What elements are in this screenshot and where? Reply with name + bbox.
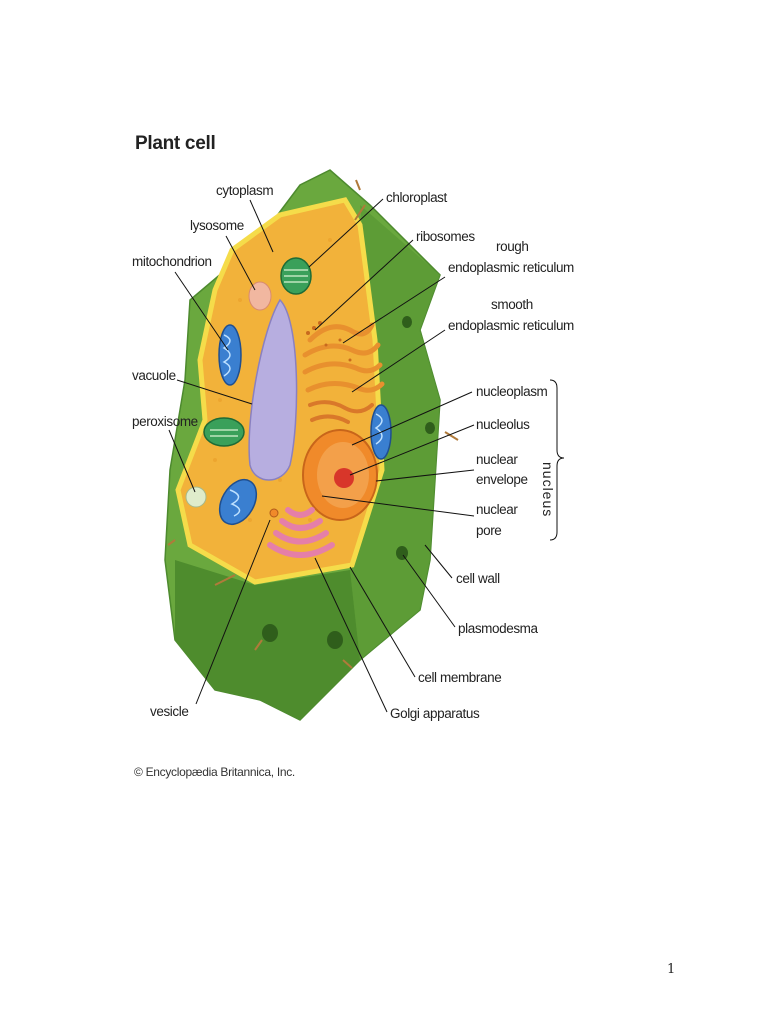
label-chloroplast: chloroplast (386, 190, 447, 205)
label-smooth-er-2: endoplasmic reticulum (448, 318, 574, 333)
label-ribosomes: ribosomes (416, 229, 475, 244)
plasmodesma (262, 316, 435, 649)
nucleus-brace (549, 379, 565, 541)
label-cell-membrane: cell membrane (418, 670, 502, 685)
label-nuclear-pore-2: pore (476, 523, 502, 538)
label-smooth-er-1: smooth (491, 297, 533, 312)
label-cytoplasm: cytoplasm (216, 183, 274, 198)
vacuole (248, 298, 298, 481)
mitochondrion (218, 324, 242, 386)
label-golgi-apparatus: Golgi apparatus (390, 706, 480, 721)
label-rough-er-1: rough (496, 239, 529, 254)
image-credit: © Encyclopædia Britannica, Inc. (134, 765, 295, 779)
plasmodesma-strands (167, 179, 459, 669)
label-vacuole: vacuole (132, 368, 176, 383)
label-nucleoplasm: nucleoplasm (476, 384, 548, 399)
label-cell-wall: cell wall (456, 571, 500, 586)
label-nucleus-group: nucleus (540, 462, 556, 518)
label-vesicle: vesicle (150, 704, 189, 719)
label-nucleolus: nucleolus (476, 417, 530, 432)
page-number: 1 (667, 962, 676, 977)
cell-wall-side (350, 205, 440, 660)
label-nuclear-envelope-2: envelope (476, 472, 528, 487)
label-nuclear-pore-1: nuclear (476, 502, 518, 517)
chloroplast-2 (203, 417, 245, 447)
nucleolus (334, 468, 354, 488)
vesicle (269, 508, 279, 518)
label-peroxisome: peroxisome (132, 414, 198, 429)
label-lysosome: lysosome (190, 218, 244, 233)
label-plasmodesma: plasmodesma (458, 621, 538, 636)
label-rough-er-2: endoplasmic reticulum (448, 260, 574, 275)
figure-title: Plant cell (135, 133, 216, 154)
peroxisome (185, 486, 207, 508)
nucleus (302, 429, 378, 521)
label-mitochondrion: mitochondrion (132, 254, 212, 269)
golgi-apparatus (267, 507, 335, 558)
leader-lines (168, 198, 475, 713)
lysosome (248, 281, 272, 311)
chloroplast (280, 257, 312, 295)
mitochondrion-2 (218, 478, 258, 526)
smooth-endoplasmic-reticulum (308, 400, 374, 424)
label-nuclear-envelope-1: nuclear (476, 452, 518, 467)
